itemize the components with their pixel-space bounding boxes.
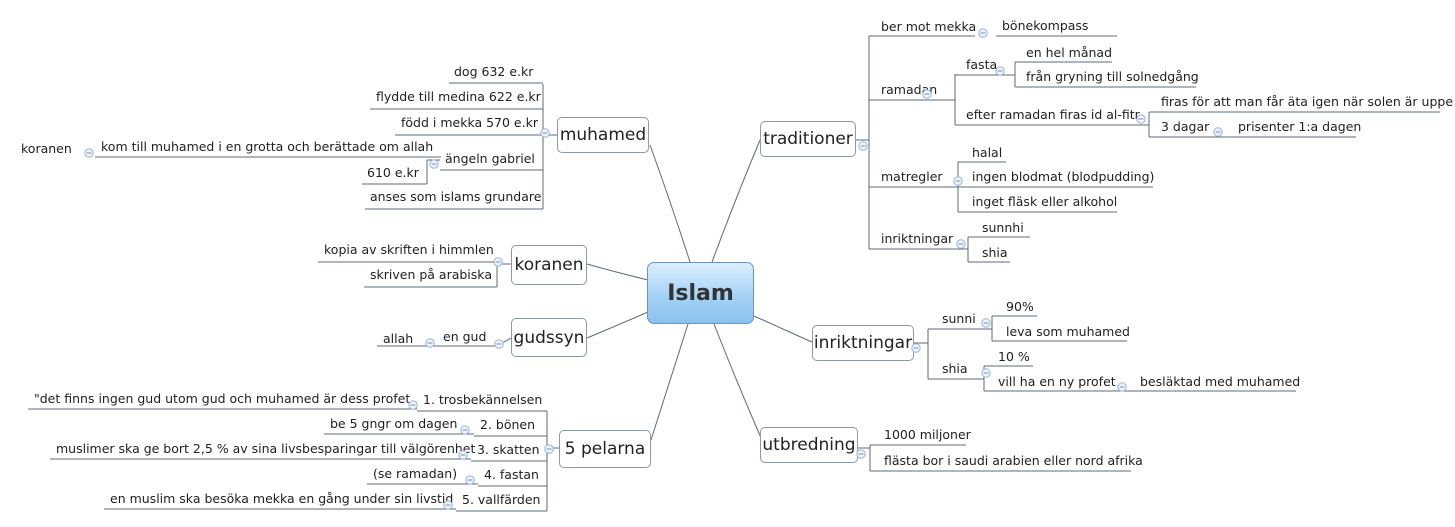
collapse-minus-icon[interactable] xyxy=(981,313,991,328)
connector-central-koranen xyxy=(586,263,649,281)
pelare-item[interactable]: 2. bönen xyxy=(480,417,536,432)
collapse-minus-icon[interactable] xyxy=(1117,377,1127,392)
inr-sunni[interactable]: sunni xyxy=(942,311,976,326)
connector-central-inriktningar xyxy=(753,315,815,344)
connector-central-utbredning xyxy=(713,323,763,441)
topic-muhamed[interactable]: muhamed xyxy=(557,117,649,153)
shia-item[interactable]: vill ha en ny profet xyxy=(998,374,1116,389)
trad-fasta[interactable]: fasta xyxy=(966,57,998,72)
collapse-minus-icon[interactable] xyxy=(429,154,439,169)
central-topic[interactable]: Islam xyxy=(647,262,754,324)
collapse-minus-icon[interactable] xyxy=(956,234,966,249)
collapse-minus-icon[interactable] xyxy=(1213,122,1223,137)
collapse-minus-icon[interactable] xyxy=(458,445,468,460)
muhamed-item[interactable]: flydde till medina 622 e.kr xyxy=(376,89,541,104)
matregler-item[interactable]: halal xyxy=(972,145,1003,160)
utbredning-item[interactable]: flästa bor i saudi arabien eller nord af… xyxy=(884,453,1143,468)
trad-inriktning-item[interactable]: shia xyxy=(982,245,1008,260)
collapse-minus-icon[interactable] xyxy=(981,363,991,378)
collapse-minus-icon[interactable] xyxy=(494,334,504,349)
collapse-minus-icon[interactable] xyxy=(911,338,921,353)
fasta-item[interactable]: från gryning till solnedgång xyxy=(1026,69,1199,84)
gudssyn-item[interactable]: en gud xyxy=(443,329,487,344)
matregler-item[interactable]: ingen blodmat (blodpudding) xyxy=(972,169,1155,184)
pelare-detail[interactable]: en muslim ska besöka mekka en gång under… xyxy=(110,491,454,506)
collapse-minus-icon[interactable] xyxy=(953,171,963,186)
gabriel-detail[interactable]: kom till muhamed i en grotta och berätta… xyxy=(101,139,434,154)
trad-ber[interactable]: ber mot mekka xyxy=(881,19,977,34)
pelare-item[interactable]: 4. fastan xyxy=(484,467,539,482)
collapse-minus-icon[interactable] xyxy=(84,143,94,158)
inr-shia[interactable]: shia xyxy=(942,361,968,376)
pelare-detail[interactable]: (se ramadan) xyxy=(373,466,458,481)
trad-matregler[interactable]: matregler xyxy=(881,169,943,184)
sunni-item[interactable]: leva som muhamed xyxy=(1006,324,1130,339)
gudssyn-item-child[interactable]: allah xyxy=(383,331,414,346)
muhamed-item[interactable]: dog 632 e.kr xyxy=(454,64,534,79)
collapse-minus-icon[interactable] xyxy=(425,333,435,348)
muhamed-item[interactable]: född i mekka 570 e.kr xyxy=(401,115,538,130)
trad-ber-child[interactable]: bönekompass xyxy=(1002,18,1089,33)
collapse-minus-icon[interactable] xyxy=(540,123,550,138)
collapse-minus-icon[interactable] xyxy=(1136,109,1146,124)
collapse-minus-icon[interactable] xyxy=(465,470,475,485)
muhamed-item[interactable]: anses som islams grundare xyxy=(370,189,542,204)
idalfitr-item[interactable]: firas för att man får äta igen när solen… xyxy=(1161,94,1454,109)
collapse-minus-icon[interactable] xyxy=(978,23,988,38)
muhamed-item[interactable]: 610 e.kr xyxy=(367,165,419,180)
collapse-minus-icon[interactable] xyxy=(493,252,503,267)
pelare-detail[interactable]: muslimer ska ge bort 2,5 % av sina livsb… xyxy=(56,441,476,456)
topic-traditioner[interactable]: traditioner xyxy=(760,121,856,157)
pelare-item[interactable]: 5. vallfärden xyxy=(462,492,541,507)
utbredning-item[interactable]: 1000 miljoner xyxy=(884,427,971,442)
koranen-item[interactable]: kopia av skriften i himmlen xyxy=(324,242,494,257)
matregler-item[interactable]: inget fläsk eller alkohol xyxy=(972,194,1118,209)
connector-central-muhamed xyxy=(649,144,691,263)
trad-idalfitr[interactable]: efter ramadan firas id al-fitr xyxy=(966,107,1140,122)
muhamed-item[interactable]: ängeln gabriel xyxy=(445,151,535,166)
shia-item[interactable]: 10 % xyxy=(998,349,1030,364)
collapse-minus-icon[interactable] xyxy=(922,84,932,99)
gabriel-detail-child[interactable]: koranen xyxy=(21,141,72,156)
pelare-item[interactable]: 3. skatten xyxy=(477,442,540,457)
topic-utbredning[interactable]: utbredning xyxy=(760,427,858,463)
profet-child[interactable]: besläktad med muhamed xyxy=(1140,374,1301,389)
trad-inriktning-item[interactable]: sunnhi xyxy=(982,220,1024,235)
collapse-minus-icon[interactable] xyxy=(856,444,866,459)
collapse-minus-icon[interactable] xyxy=(443,495,453,510)
koranen-item[interactable]: skriven på arabiska xyxy=(370,267,492,282)
pelare-detail[interactable]: "det finns ingen gud utom gud och muhame… xyxy=(34,391,411,406)
topic-5-pelarna[interactable]: 5 pelarna xyxy=(559,430,651,468)
sunni-item[interactable]: 90% xyxy=(1006,299,1034,314)
topic-gudssyn[interactable]: gudssyn xyxy=(511,318,587,357)
connector-central-pelarna xyxy=(650,323,689,441)
collapse-minus-icon[interactable] xyxy=(408,395,418,410)
topic-inriktningar[interactable]: inriktningar xyxy=(812,325,914,361)
connector-central-gudssyn xyxy=(586,311,649,339)
collapse-minus-icon[interactable] xyxy=(995,61,1005,76)
tredagar-child[interactable]: prisenter 1:a dagen xyxy=(1238,119,1362,134)
connector-central-traditioner xyxy=(711,139,761,263)
trad-inriktningar[interactable]: inriktningar xyxy=(881,231,954,246)
pelare-item[interactable]: 1. trosbekännelsen xyxy=(423,392,543,407)
collapse-minus-icon[interactable] xyxy=(544,439,554,454)
collapse-minus-icon[interactable] xyxy=(858,136,868,151)
collapse-minus-icon[interactable] xyxy=(460,420,470,435)
pelare-detail[interactable]: be 5 gngr om dagen xyxy=(330,416,458,431)
fasta-item[interactable]: en hel månad xyxy=(1026,45,1112,60)
idalfitr-item[interactable]: 3 dagar xyxy=(1161,119,1210,134)
topic-koranen[interactable]: koranen xyxy=(511,245,587,285)
